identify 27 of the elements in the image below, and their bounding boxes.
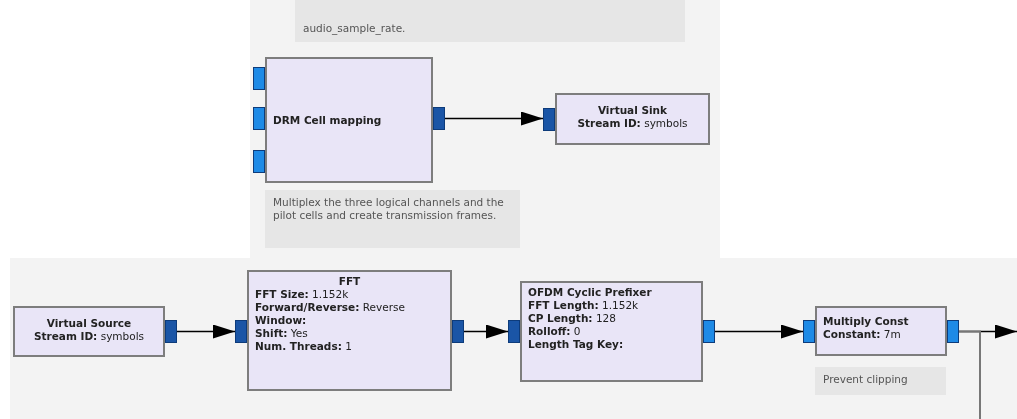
block-title: DRM Cell mapping (273, 113, 382, 127)
block-title: FFT (337, 275, 362, 288)
block-parameter: Num. Threads: 1 (255, 340, 353, 353)
block-title: Virtual Source (45, 317, 133, 330)
block-parameter: Stream ID: symbols (576, 117, 689, 130)
arrow (444, 111, 544, 126)
block-parameter: Constant: 7m (823, 328, 902, 341)
arrow (714, 324, 804, 339)
block-parameter: CP Length: 128 (528, 312, 617, 325)
arrow (176, 324, 236, 339)
block-parameter: FFT Length: 1.152k (528, 299, 640, 312)
block-title: Multiply Const (823, 315, 910, 328)
block-parameter: Window: (255, 314, 308, 327)
comment-text: Prevent clipping (823, 373, 909, 386)
block-title: OFDM Cyclic Prefixer (528, 286, 653, 299)
connector-line (958, 330, 981, 419)
block-title: Virtual Sink (596, 104, 669, 117)
comment-text: audio_sample_rate. (303, 22, 407, 35)
signal-block (803, 306, 959, 356)
comment-text: Multiplex the three logical channels and the pilot cells and create transmission frames. (273, 196, 505, 222)
block-parameter: Shift: Yes (255, 327, 309, 340)
arrow (463, 324, 509, 339)
block-parameter: Rolloff: 0 (528, 325, 582, 338)
block-parameter: Length Tag Key: (528, 338, 625, 351)
block-parameter: FFT Size: 1.152k (255, 288, 350, 301)
block-parameter: Stream ID: symbols (32, 330, 146, 343)
block-parameter: Forward/Reverse: Reverse (255, 301, 406, 314)
